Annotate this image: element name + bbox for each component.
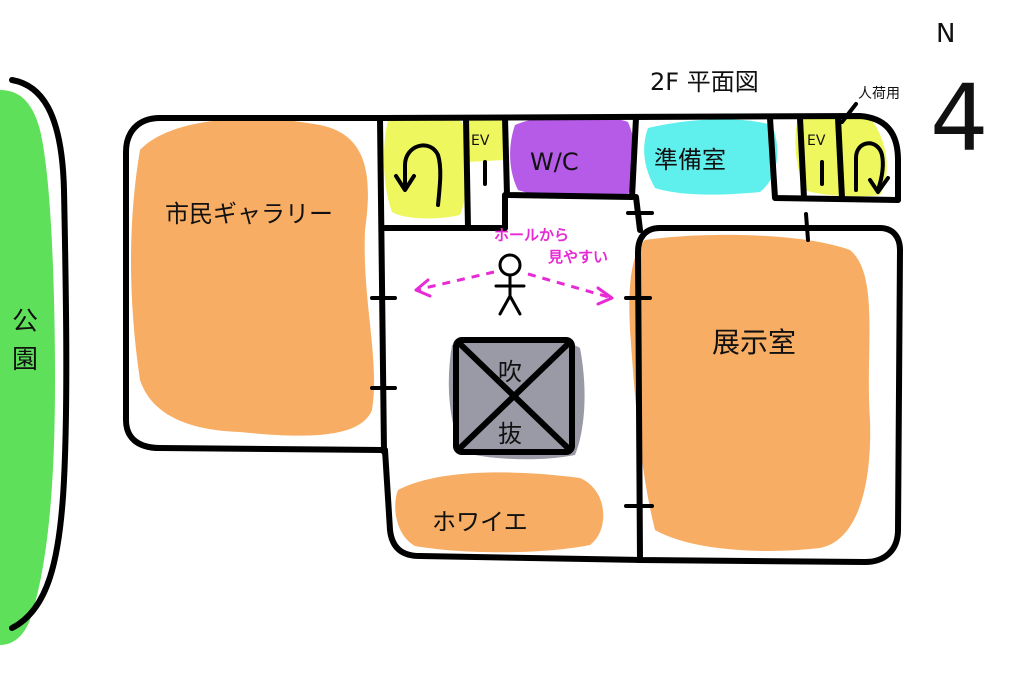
- note-line-2: 見やすい: [547, 248, 608, 266]
- ev-left-label: EV: [471, 133, 490, 149]
- park-label-1: 公: [12, 307, 38, 337]
- void-top-label: 吹: [498, 358, 522, 386]
- gallery-label: 市民ギャラリー: [165, 200, 333, 228]
- void-bottom-label: 抜: [498, 420, 522, 448]
- stairs-left: [394, 143, 443, 207]
- park-label-2: 園: [12, 345, 38, 375]
- foyer-label: ホワイエ: [432, 508, 528, 536]
- annotation-people: 人荷用: [858, 86, 900, 102]
- annotation-leader: [840, 102, 858, 124]
- note-line-1: ホールから: [494, 226, 569, 244]
- plan-title: 2F 平面図: [650, 68, 759, 96]
- sightline-arrows: [414, 270, 614, 306]
- walls: [123, 113, 903, 565]
- stairs-right: [854, 141, 890, 194]
- park-area: [0, 77, 70, 645]
- void-atrium: [453, 337, 575, 455]
- exhibition-label: 展示室: [712, 326, 796, 359]
- prep-label: 準備室: [654, 146, 726, 174]
- wc-label: W/C: [530, 148, 579, 176]
- person-figure: [494, 253, 526, 316]
- ev-right-label: EV: [807, 133, 826, 149]
- north-letter: N: [936, 19, 955, 49]
- north-arrow: N 4: [930, 19, 989, 172]
- north-glyph: 4: [930, 65, 989, 172]
